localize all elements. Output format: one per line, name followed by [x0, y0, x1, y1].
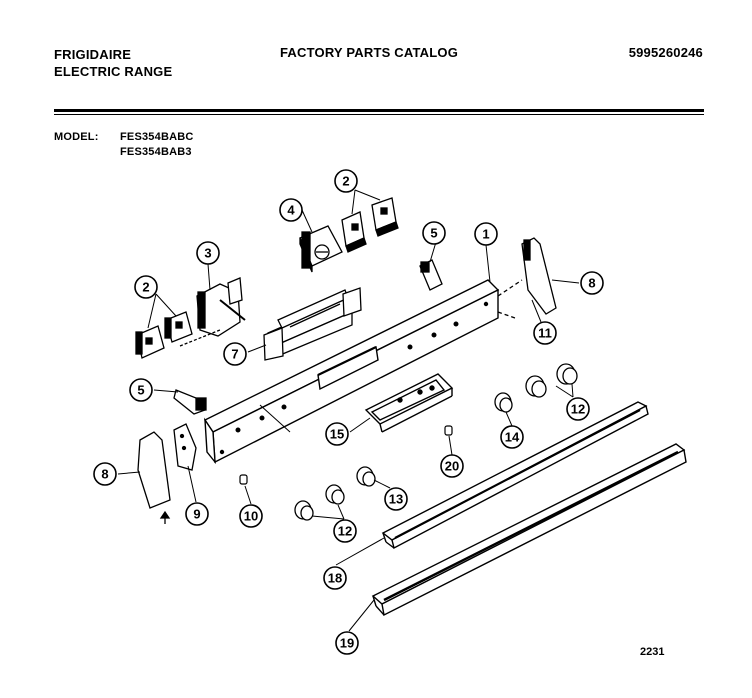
page-title: FACTORY PARTS CATALOG: [280, 45, 459, 60]
callout-18: [323, 566, 347, 590]
callout-8-right: [580, 271, 604, 295]
callout-4: [279, 198, 303, 222]
callout-label: 14: [505, 430, 520, 445]
timer-part: [299, 225, 343, 273]
callout-12-left: [333, 519, 357, 543]
callout-2-left: [134, 275, 158, 299]
infinite-switch-part: [196, 277, 246, 337]
left-end-cap-part: [137, 423, 197, 524]
callout-3: [196, 241, 220, 265]
callout-1: [474, 222, 498, 246]
callout-9: [185, 502, 209, 526]
callout-10: [239, 504, 263, 528]
knob-parts: [294, 363, 578, 521]
callout-5-left: [129, 378, 153, 402]
callout-markers: [93, 169, 604, 655]
display-bezel-part: [364, 373, 454, 433]
callout-label: 9: [193, 507, 200, 522]
model-number-1: FES354BABC: [120, 131, 194, 143]
callout-2-top: [334, 169, 358, 193]
callout-7: [223, 342, 247, 366]
callout-8-left: [93, 462, 117, 486]
trim-strip-lower-part: [371, 443, 687, 617]
callout-label: 8: [101, 467, 108, 482]
leader-lines: [117, 189, 580, 632]
callout-label: 8: [588, 276, 595, 291]
brand-name: FRIGIDAIRE: [54, 47, 132, 62]
header-rule-thin: [54, 114, 704, 115]
callout-label: 12: [571, 402, 585, 417]
callout-label: 15: [330, 427, 344, 442]
callout-19: [335, 631, 359, 655]
callout-label: 18: [328, 571, 342, 586]
callout-label: 1: [482, 227, 489, 242]
model-label: MODEL:: [54, 131, 99, 143]
callout-label: 20: [445, 459, 459, 474]
callout-label: 4: [287, 203, 295, 218]
callout-labels: 2 4 5 1 3 2 8 11 7 5 12 15 14 20 8 13 9 …: [101, 174, 595, 651]
callout-label: 5: [137, 383, 144, 398]
right-end-cap-part: [497, 237, 557, 319]
callout-label: 13: [389, 492, 403, 507]
model-number-2: FES354BAB3: [120, 146, 192, 158]
switch-part-front: [135, 311, 221, 359]
diagram-number: 2231: [640, 646, 665, 658]
callout-label: 5: [430, 226, 437, 241]
rear-bracket-part: [263, 287, 362, 361]
callout-5-top: [422, 221, 446, 245]
small-clip-part: [239, 425, 453, 485]
callout-label: 2: [142, 280, 149, 295]
callout-label: 12: [338, 524, 352, 539]
callout-label: 10: [244, 509, 258, 524]
callout-13: [384, 487, 408, 511]
lamp-socket-part: [173, 259, 443, 415]
callout-label: 19: [340, 636, 354, 651]
callout-20: [440, 454, 464, 478]
switch-part: [341, 197, 399, 253]
callout-14: [500, 425, 524, 449]
control-panel-part: [203, 279, 500, 465]
header-rule: [54, 109, 704, 112]
callout-label: 7: [231, 347, 238, 362]
callout-12-right: [566, 397, 590, 421]
callout-15: [325, 422, 349, 446]
callout-label: 2: [342, 174, 349, 189]
trim-strip-part: [381, 401, 649, 550]
callout-11: [533, 321, 557, 345]
product-type: ELECTRIC RANGE: [54, 64, 173, 79]
callout-label: 11: [538, 326, 552, 341]
catalog-number: 5995260246: [628, 45, 703, 60]
callout-label: 3: [204, 246, 211, 261]
